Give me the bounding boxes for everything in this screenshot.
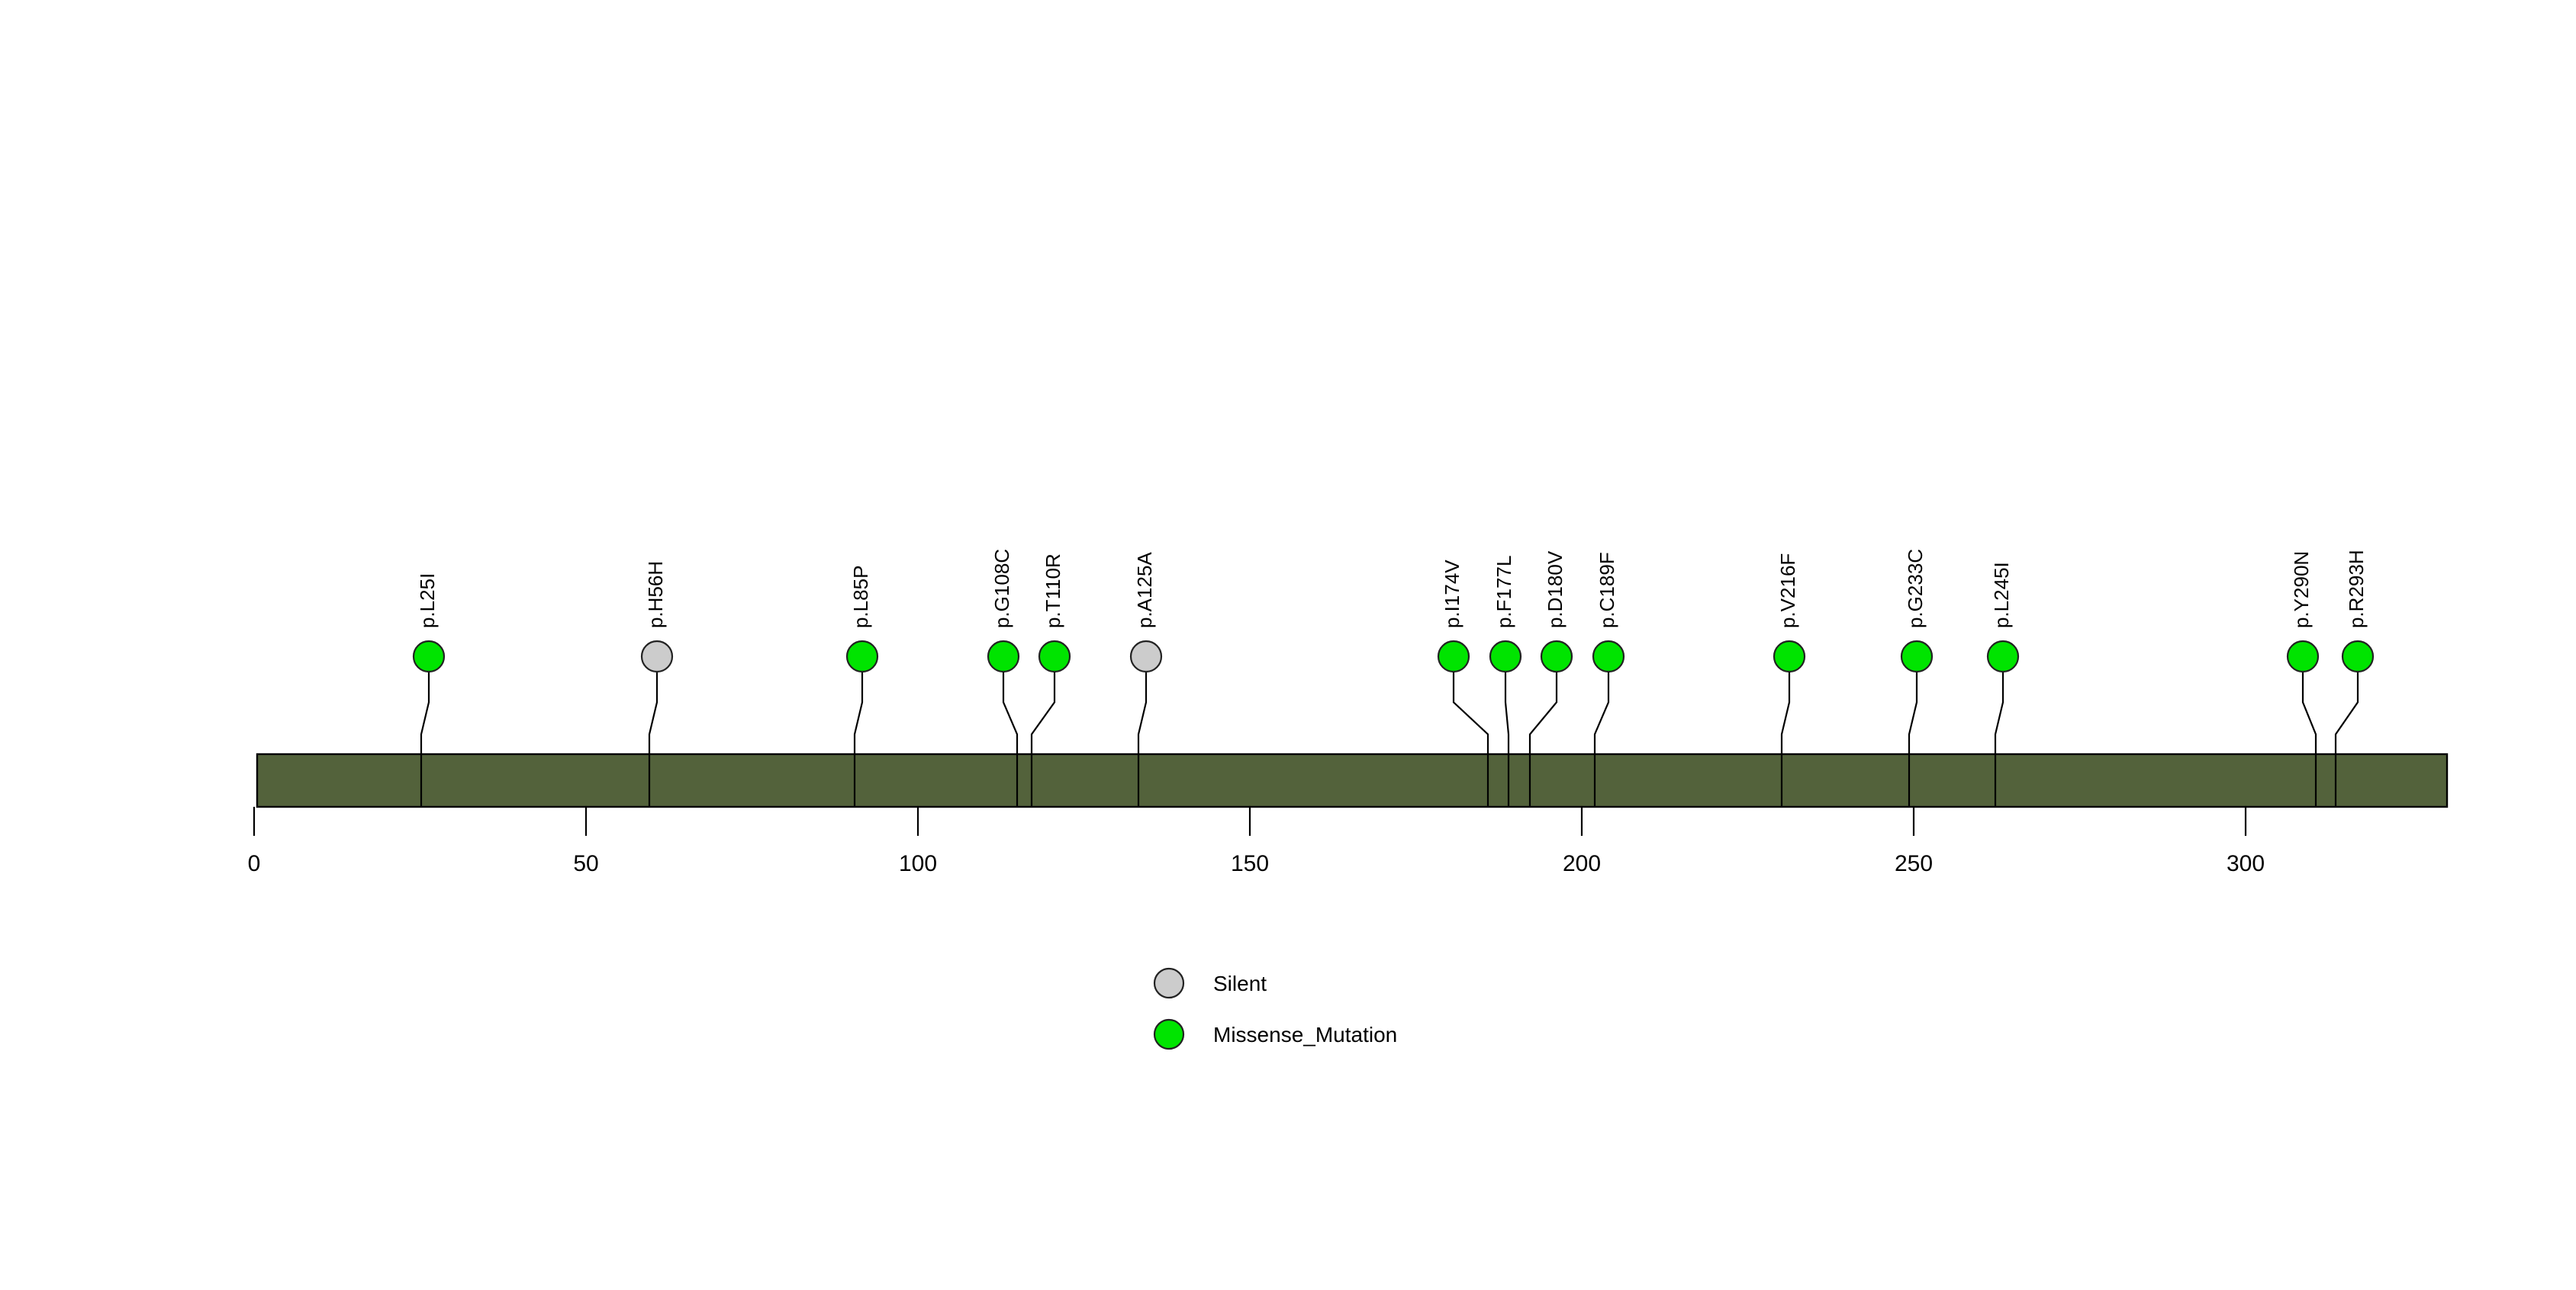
legend-swatch-missense_mutation[interactable] [1153, 1018, 1185, 1050]
mutation-label-pR293H: p.R293H [2345, 550, 2368, 628]
lollipop-dots-group [412, 640, 2375, 673]
lollipop-dot-pC189F[interactable] [1592, 640, 1625, 673]
axis-tick-label-300: 300 [2227, 851, 2265, 876]
lollipop-dot-pF177L[interactable] [1489, 640, 1522, 673]
lollipop-stem [648, 672, 658, 754]
lollipop-dot-pG233C[interactable] [1900, 640, 1934, 673]
protein-domain-bar-group [256, 753, 2449, 808]
lollipop-stem [1994, 672, 2004, 754]
lollipop-dot-pA125A[interactable] [1129, 640, 1163, 673]
legend-label-missense_mutation: Missense_Mutation [1213, 1023, 1397, 1047]
mutation-label-pV216F: p.V216F [1776, 553, 1799, 628]
mutation-label-pI174V: p.I174V [1441, 560, 1463, 628]
lollipop-dot-pY290N[interactable] [2286, 640, 2320, 673]
lollipop-stem [853, 672, 864, 754]
protein-backbone-bar[interactable] [256, 753, 2449, 808]
lollipop-dot-pD180V[interactable] [1540, 640, 1573, 673]
lollipop-dot-pL245I[interactable] [1986, 640, 2020, 673]
mutation-labels-group: p.L25I p.H56H p.L85P p.G108C p.T110R p.A125A p… [416, 549, 2368, 628]
lollipop-stem [1908, 672, 1918, 754]
axis-tick-label-100: 100 [899, 851, 937, 876]
axis-tick-label-250: 250 [1895, 851, 1933, 876]
lollipop-stem [1593, 672, 1610, 754]
lollipop-stem [1528, 672, 1558, 754]
x-axis-group: 0 50 100 150 200 250 300 [248, 807, 2265, 876]
lollipop-dot-pR293H[interactable] [2341, 640, 2375, 673]
mutation-label-pY290N: p.Y290N [2290, 551, 2313, 628]
mutation-label-pG108C: p.G108C [990, 549, 1013, 628]
mutation-label-pH56H: p.H56H [644, 561, 667, 628]
lollipop-stems-group [420, 672, 2359, 754]
legend-label-silent: Silent [1213, 972, 1267, 995]
lollipop-stem [1452, 672, 1489, 754]
legend-swatch-silent[interactable] [1153, 967, 1185, 999]
lollipop-stem [2301, 672, 2317, 754]
lollipop-stem [1002, 672, 1019, 754]
lollipop-dot-pI174V[interactable] [1437, 640, 1470, 673]
axis-tick-label-0: 0 [248, 851, 261, 876]
mutation-label-pD180V: p.D180V [1544, 550, 1567, 628]
mutation-label-pL85P: p.L85P [849, 566, 872, 628]
axis-tick-label-150: 150 [1231, 851, 1269, 876]
lollipop-dot-pG108C[interactable] [987, 640, 1020, 673]
mutation-label-pL25I: p.L25I [416, 573, 439, 628]
lollipop-stem [1780, 672, 1791, 754]
mutation-label-pG233C: p.G233C [1904, 549, 1927, 628]
lollipop-stem [1030, 672, 1056, 754]
lollipop-dot-pL85P[interactable] [845, 640, 879, 673]
mutation-label-pT110R: p.T110R [1042, 553, 1064, 628]
axis-tick-label-50: 50 [573, 851, 598, 876]
axis-tick-label-200: 200 [1563, 851, 1601, 876]
lollipop-stem [2334, 672, 2359, 754]
lollipop-stem [420, 672, 430, 754]
mutation-label-pF177L: p.F177L [1492, 556, 1515, 628]
lollipop-dot-pH56H[interactable] [640, 640, 674, 673]
mutation-label-pC189F: p.C189F [1596, 552, 1618, 628]
mutation-label-pL245I: p.L245I [1990, 562, 2013, 628]
lollipop-stem [1137, 672, 1148, 754]
lollipop-dot-pL25I[interactable] [412, 640, 446, 673]
lollipop-stem [1504, 672, 1510, 754]
lollipop-dot-pT110R[interactable] [1038, 640, 1071, 673]
lollipop-dot-pV216F[interactable] [1773, 640, 1806, 673]
lollipop-stems-inbar-group [420, 754, 2337, 807]
mutation-label-pA125A: p.A125A [1133, 552, 1156, 628]
